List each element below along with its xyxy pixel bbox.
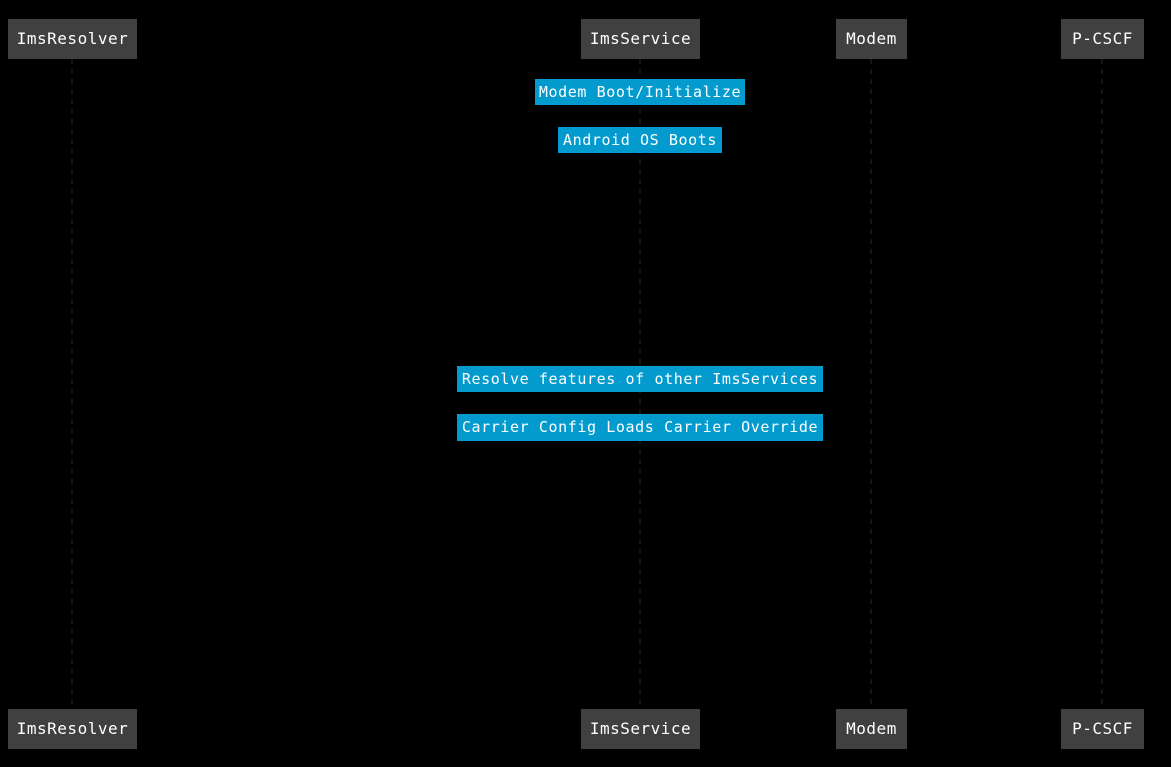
participant-label-imsresolver-bottom: ImsResolver: [16, 719, 129, 738]
participant-box-bottom-modem[interactable]: Modem: [836, 709, 907, 749]
participant-box-bottom-imsservice[interactable]: ImsService: [581, 709, 700, 749]
lifeline-imsresolver: [71, 59, 73, 709]
participant-label-modem-bottom: Modem: [846, 719, 897, 738]
participant-box-bottom-imsresolver[interactable]: ImsResolver: [8, 709, 137, 749]
note-modem-boot[interactable]: Modem Boot/Initialize: [535, 79, 745, 105]
participant-label-pcscf-top: P-CSCF: [1072, 29, 1133, 48]
note-modem-boot-label: Modem Boot/Initialize: [538, 82, 742, 101]
lifeline-pcscf: [1101, 59, 1103, 709]
participant-box-top-imsresolver[interactable]: ImsResolver: [8, 19, 137, 59]
note-carrier-config-label: Carrier Config Loads Carrier Override: [461, 418, 819, 436]
note-resolve-features[interactable]: Resolve features of other ImsServices: [457, 366, 823, 392]
note-android-boots-label: Android OS Boots: [562, 130, 718, 149]
participant-box-top-pcscf[interactable]: P-CSCF: [1061, 19, 1144, 59]
note-carrier-config[interactable]: Carrier Config Loads Carrier Override: [457, 414, 823, 441]
note-android-boots[interactable]: Android OS Boots: [558, 127, 722, 153]
participant-box-bottom-pcscf[interactable]: P-CSCF: [1061, 709, 1144, 749]
participant-box-top-imsservice[interactable]: ImsService: [581, 19, 700, 59]
participant-label-imsservice-bottom: ImsService: [589, 719, 692, 738]
participant-label-modem-top: Modem: [846, 29, 897, 48]
participant-label-imsresolver-top: ImsResolver: [16, 29, 129, 48]
participant-label-imsservice-top: ImsService: [589, 29, 692, 48]
note-resolve-features-label: Resolve features of other ImsServices: [461, 369, 819, 388]
lifeline-modem: [870, 59, 872, 709]
participant-box-top-modem[interactable]: Modem: [836, 19, 907, 59]
participant-label-pcscf-bottom: P-CSCF: [1072, 719, 1133, 738]
